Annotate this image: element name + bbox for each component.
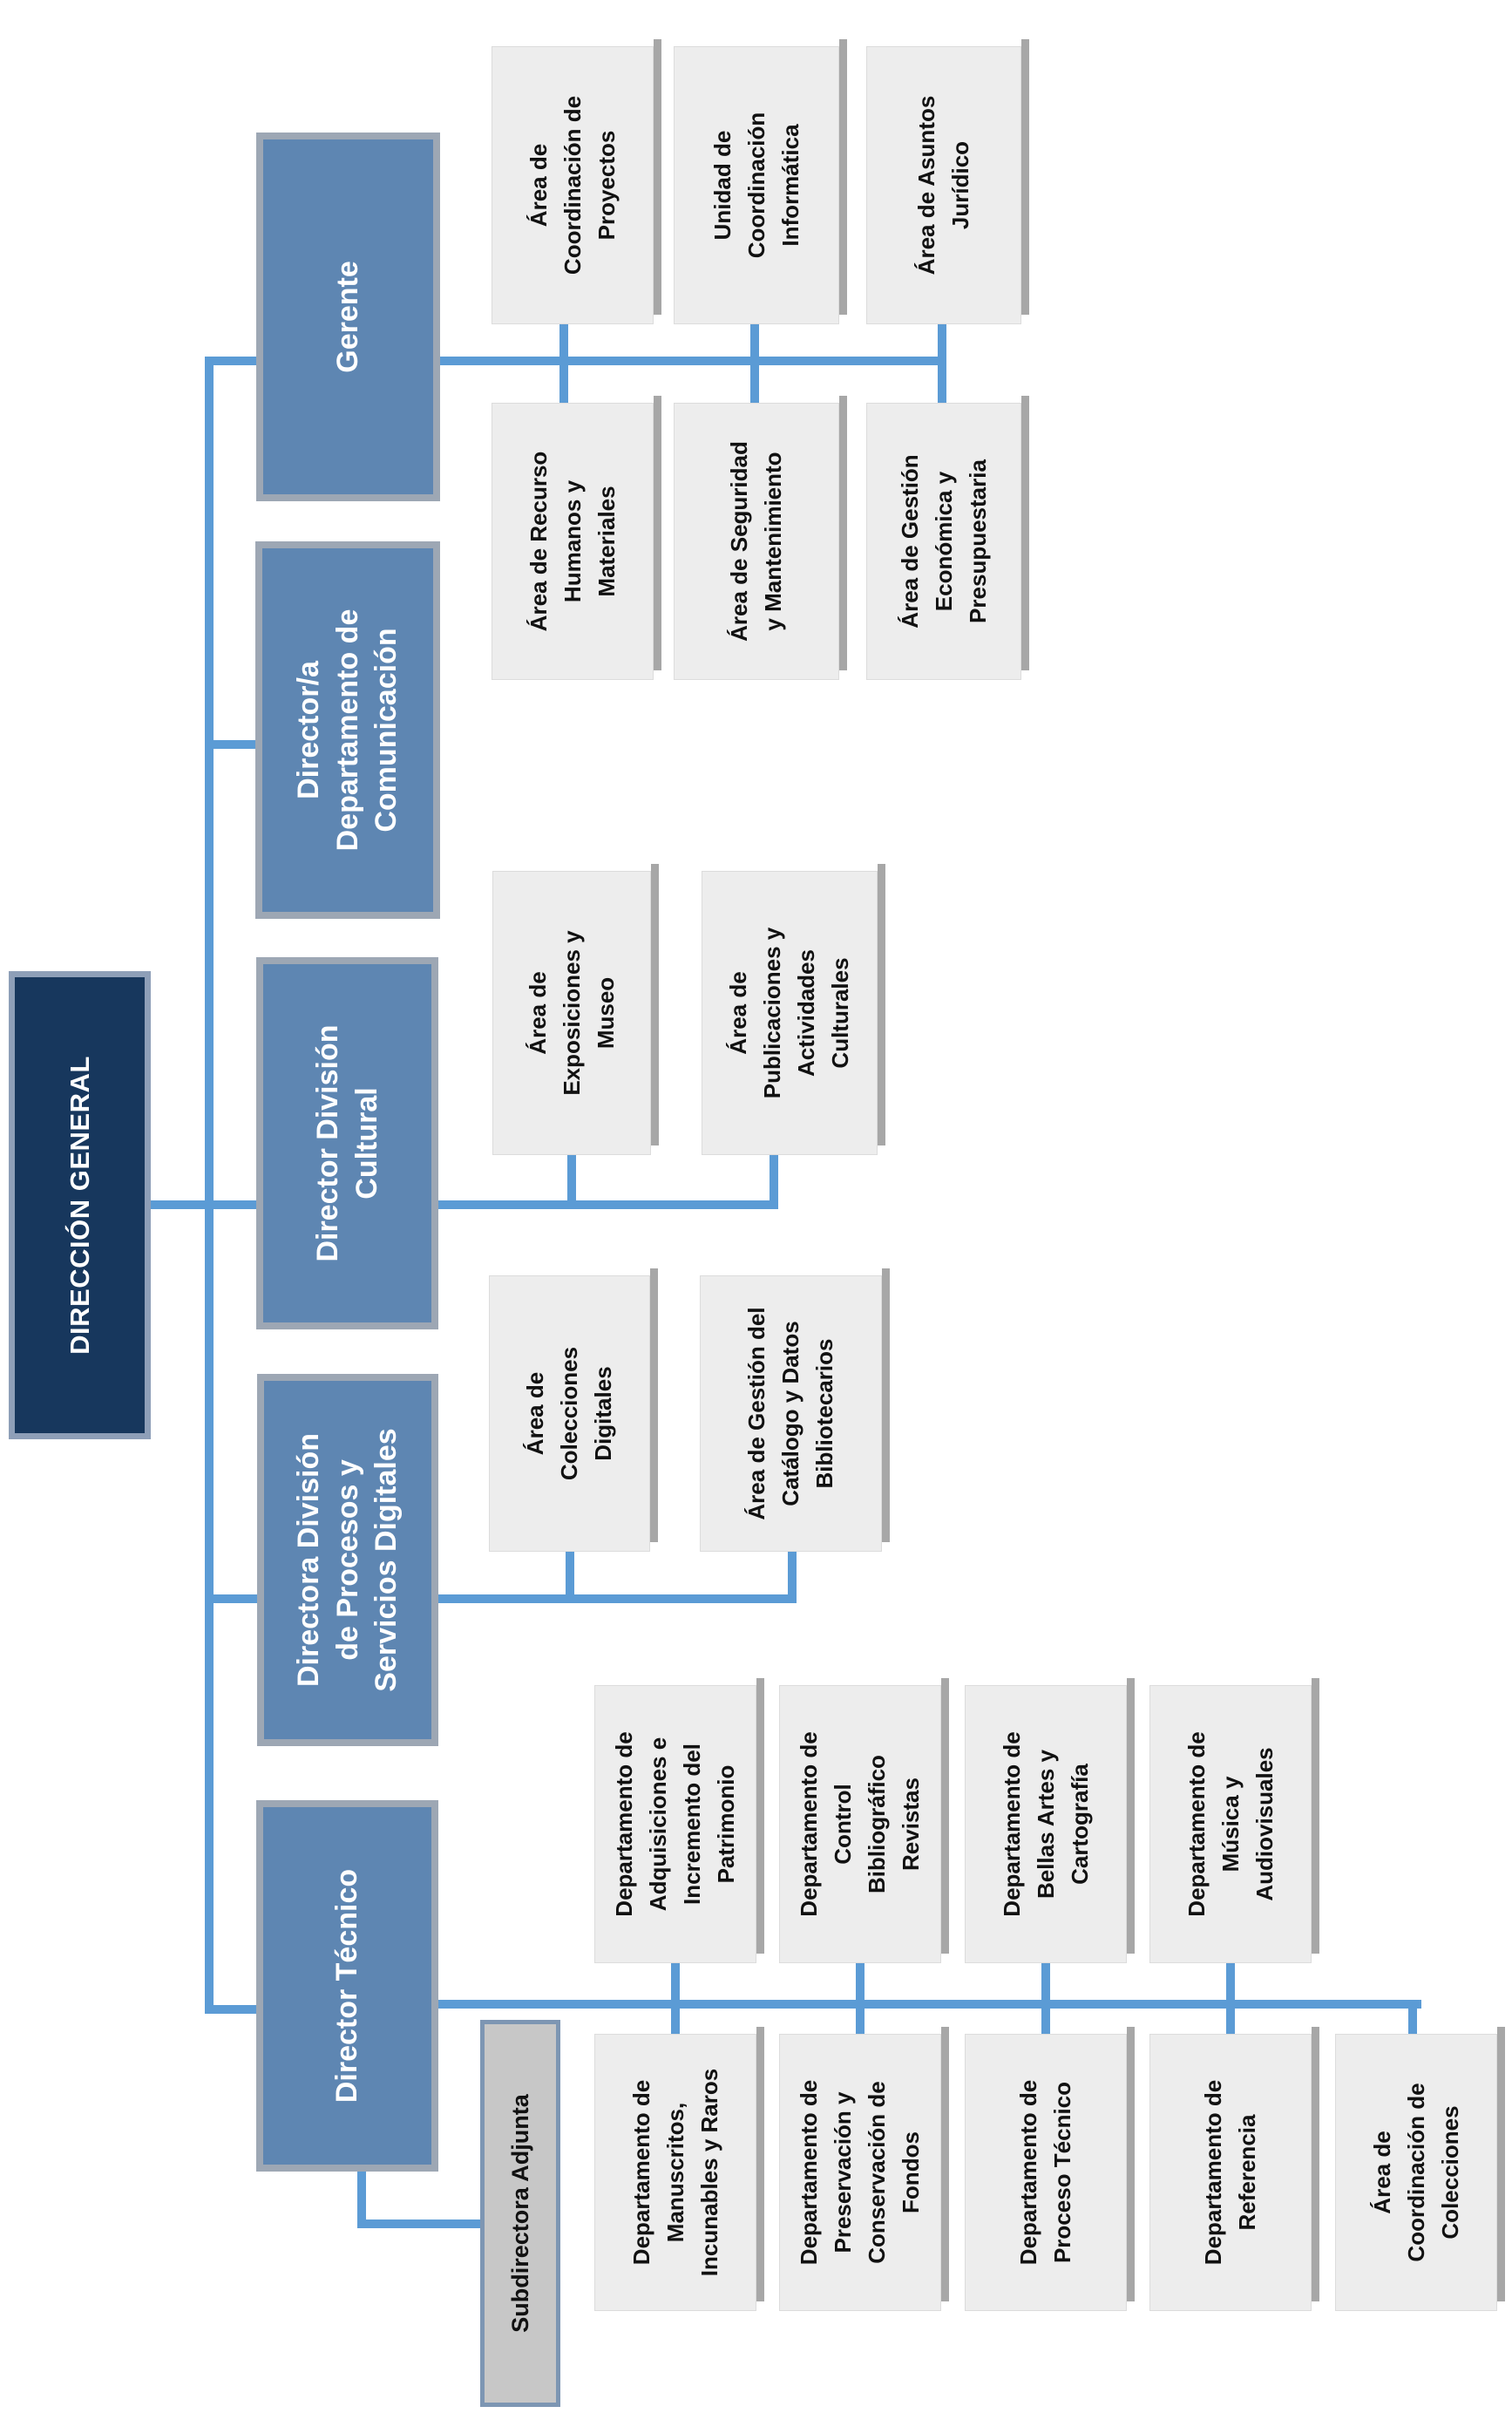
org-node-dep-proceso-tecnico: Departamento de Proceso Técnico [965, 2034, 1127, 2311]
org-node-subdirectora-adjunta: Subdirectora Adjunta [480, 2020, 560, 2407]
connector-drop-gerente [205, 357, 257, 365]
org-node-dep-adquisiciones: Departamento de Adquisiciones e Incremen… [594, 1685, 756, 1963]
connector-gerente-stub-1 [559, 324, 568, 403]
connector-drop-tecnico [205, 2005, 257, 2014]
org-node-area-gestion-catalogo: Área de Gestión del Catálogo y Datos Bib… [700, 1275, 882, 1552]
connector-spine-tecnico [438, 2000, 1421, 2009]
connector-spine-cultural [438, 1200, 778, 1209]
connector-tecnico-stub-5 [1408, 2000, 1417, 2034]
connector-procesos-stub-2 [788, 1552, 797, 1594]
org-node-dep-referencia: Departamento de Referencia [1149, 2034, 1312, 2311]
org-node-dep-control-bibliografico: Departamento de Control Bibliográfico Re… [779, 1685, 941, 1963]
connector-drop-comunicacion [205, 740, 257, 749]
org-node-director-comunicacion: Director/a Departamento de Comunicación [255, 541, 440, 919]
org-node-area-colecciones-digitales: Área de Colecciones Digitales [489, 1275, 650, 1552]
connector-spine-procesos [438, 1594, 797, 1603]
connector-tecnico-stub-3 [1041, 1960, 1050, 2034]
org-node-unidad-coordinacion-informatica: Unidad de Coordinación Informática [674, 46, 839, 324]
org-node-area-seguridad-mantenimiento: Área de Seguridad y Mantenimiento [674, 403, 839, 680]
connector-gerente-stub-3 [938, 324, 946, 403]
org-node-dep-preservacion: Departamento de Preservación y Conservac… [779, 2034, 941, 2311]
connector-tecnico-stub-4 [1226, 1960, 1235, 2034]
connector-drop-cultural [205, 1200, 257, 1209]
connector-cultural-stub-2 [770, 1155, 778, 1200]
org-node-directora-procesos-digitales: Directora División de Procesos y Servici… [257, 1374, 438, 1746]
connector-procesos-stub-1 [566, 1552, 574, 1594]
org-node-dep-manuscritos: Departamento de Manuscritos, Incunables … [594, 2034, 756, 2311]
connector-drop-procesos [205, 1594, 257, 1603]
connector-cultural-stub-1 [567, 1155, 576, 1200]
connector-tecnico-stub-2 [856, 1960, 864, 2034]
org-node-direccion-general: DIRECCIÓN GENERAL [9, 971, 151, 1439]
org-node-dep-musica-audiovisuales: Departamento de Música y Audiovisuales [1149, 1685, 1312, 1963]
org-node-area-asuntos-juridico: Área de Asuntos Jurídico [866, 46, 1021, 324]
connector-tecnico-stub-1 [671, 1960, 680, 2034]
connector-gerente-stub-2 [750, 324, 759, 403]
org-node-gerente: Gerente [256, 133, 440, 501]
connector-spine-gerente [440, 357, 946, 365]
org-node-director-tecnico: Director Técnico [256, 1800, 438, 2172]
connector-bus [205, 357, 214, 2014]
org-node-dep-bellas-artes: Departamento de Bellas Artes y Cartograf… [965, 1685, 1127, 1963]
org-node-area-exposiciones-museo: Área de Exposiciones y Museo [492, 871, 651, 1155]
org-node-director-division-cultural: Director División Cultural [256, 957, 438, 1329]
org-node-area-publicaciones-culturales: Área de Publicaciones y Actividades Cult… [702, 871, 878, 1155]
org-node-area-recurso-humanos: Área de Recurso Humanos y Materiales [492, 403, 654, 680]
org-node-area-coordinacion-colecciones: Área de Coordinación de Colecciones [1335, 2034, 1497, 2311]
connector-root-riser [149, 1200, 205, 1209]
connector-sub-elbow-v [357, 2219, 480, 2228]
org-node-area-coordinacion-proyectos: Área de Coordinación de Proyectos [492, 46, 654, 324]
org-node-area-gestion-economica: Área de Gestión Económica y Presupuestar… [866, 403, 1021, 680]
